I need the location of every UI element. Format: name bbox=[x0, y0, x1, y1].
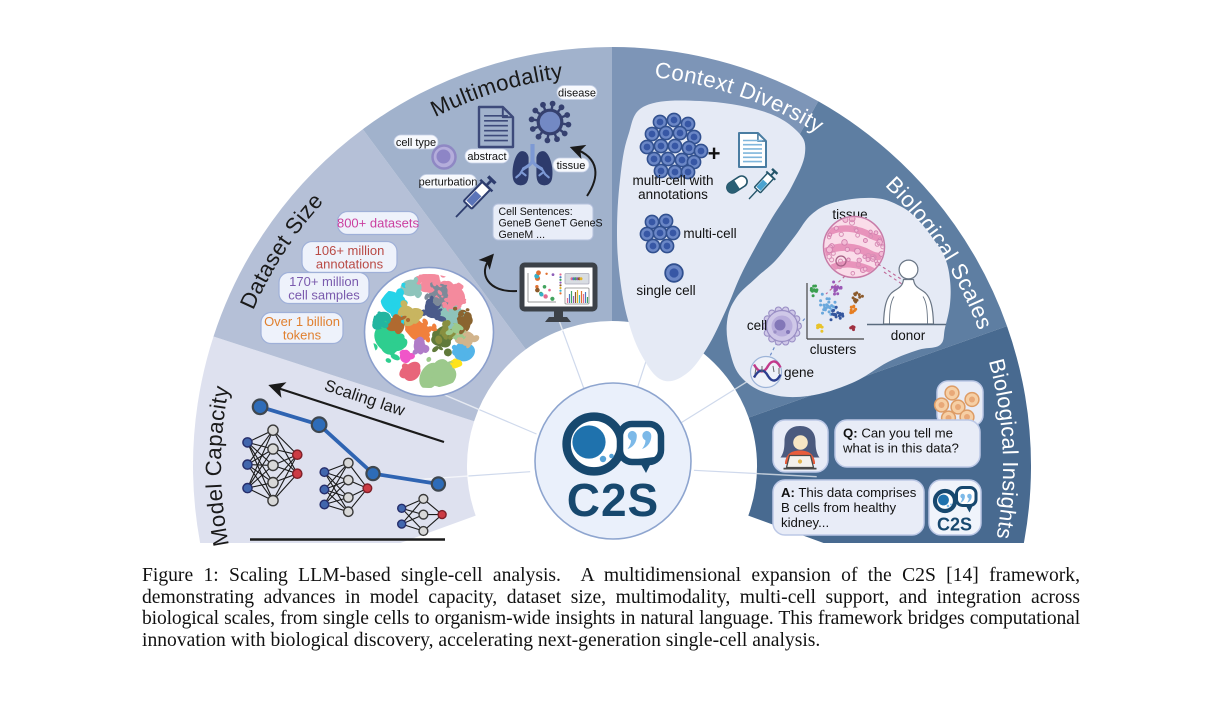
svg-text:what is in this data?: what is in this data? bbox=[842, 441, 959, 456]
svg-text:disease: disease bbox=[558, 87, 596, 99]
svg-text:B cells from healthy: B cells from healthy bbox=[781, 500, 896, 515]
svg-text:multi-cell with: multi-cell with bbox=[632, 173, 713, 188]
svg-text:A: This data comprises: A: This data comprises bbox=[781, 485, 917, 500]
svg-text:Over 1 billion: Over 1 billion bbox=[264, 314, 340, 329]
svg-text:gene: gene bbox=[784, 365, 814, 380]
svg-text:clusters: clusters bbox=[810, 342, 857, 357]
svg-text:perturbation: perturbation bbox=[419, 176, 478, 188]
svg-text:106+ million: 106+ million bbox=[315, 243, 385, 258]
svg-text:tissue: tissue bbox=[557, 160, 586, 172]
svg-text:cell samples: cell samples bbox=[288, 287, 360, 302]
svg-text:C2S: C2S bbox=[937, 515, 972, 535]
svg-text:800+ datasets: 800+ datasets bbox=[337, 216, 420, 231]
svg-text:cell type: cell type bbox=[396, 137, 436, 149]
svg-text:170+ million: 170+ million bbox=[289, 274, 359, 289]
svg-text:annotations: annotations bbox=[316, 256, 384, 271]
svg-text:abstract: abstract bbox=[467, 151, 506, 163]
svg-text:kidney...: kidney... bbox=[781, 515, 829, 530]
svg-text:+: + bbox=[708, 141, 721, 166]
svg-text:GeneM ...: GeneM ... bbox=[499, 229, 546, 241]
svg-text:Q: Can you tell me: Q: Can you tell me bbox=[843, 426, 953, 441]
svg-text:C2S: C2S bbox=[567, 474, 659, 526]
svg-text:annotations: annotations bbox=[638, 187, 708, 202]
svg-text:single cell: single cell bbox=[636, 283, 695, 298]
svg-text:Cell Sentences:: Cell Sentences: bbox=[499, 206, 573, 218]
svg-text:GeneB GeneT GeneS: GeneB GeneT GeneS bbox=[499, 218, 603, 230]
svg-text:multi-cell: multi-cell bbox=[683, 226, 736, 241]
svg-text:tokens: tokens bbox=[283, 327, 322, 342]
svg-text:cell: cell bbox=[747, 318, 767, 333]
svg-text:donor: donor bbox=[891, 328, 926, 343]
